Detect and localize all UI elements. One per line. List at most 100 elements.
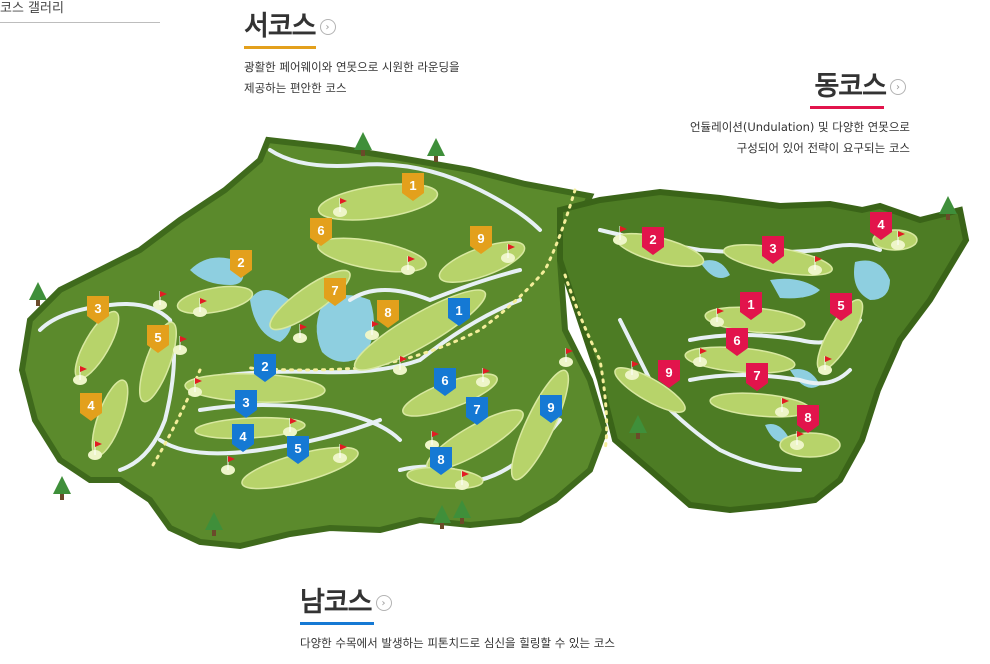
east-hole-2-marker[interactable]: 2 <box>642 227 664 255</box>
south-course-info: 남코스 › 다양한 수목에서 발생하는 피톤치드로 심신을 힐링할 수 있는 코… <box>300 580 615 654</box>
tree-icon <box>29 282 47 306</box>
south-hole-8-marker[interactable]: 8 <box>430 447 452 475</box>
south-hole-2-marker[interactable]: 2 <box>254 354 276 382</box>
flag-icon <box>173 336 187 355</box>
south-hole-5-marker[interactable]: 5 <box>287 436 309 464</box>
east-hole-6-label: 6 <box>733 333 740 348</box>
west-hole-4-marker[interactable]: 4 <box>80 393 102 421</box>
west-hole-5-label: 5 <box>154 330 161 345</box>
east-hole-8-label: 8 <box>804 410 811 425</box>
south-hole-4-marker[interactable]: 4 <box>232 424 254 452</box>
south-course-desc-line1: 다양한 수목에서 발생하는 피톤치드로 심신을 힐링할 수 있는 코스 <box>300 636 615 650</box>
tree-icon <box>354 132 372 156</box>
east-hole-2-label: 2 <box>649 232 656 247</box>
west-hole-6-label: 6 <box>317 223 324 238</box>
east-course-title[interactable]: 동코스 <box>814 71 887 102</box>
west-hole-9-label: 9 <box>477 231 484 246</box>
east-course-desc-line2: 구성되어 있어 전략이 요구되는 코스 <box>736 141 910 155</box>
flag-icon <box>293 324 307 343</box>
east-hole-7-marker[interactable]: 7 <box>746 363 768 391</box>
south-course-description: 다양한 수목에서 발생하는 피톤치드로 심신을 힐링할 수 있는 코스 <box>300 633 615 654</box>
east-hole-1-marker[interactable]: 1 <box>740 292 762 320</box>
south-hole-7-label: 7 <box>473 402 480 417</box>
east-course-info: 동코스 › 언듈레이션(Undulation) 및 다양한 연못으로 구성되어 … <box>678 64 910 159</box>
east-hole-7-label: 7 <box>753 368 760 383</box>
tree-icon <box>939 196 957 220</box>
chevron-right-icon[interactable]: › <box>375 594 392 611</box>
west-hole-6-marker[interactable]: 6 <box>310 218 332 246</box>
east-hole-6-marker[interactable]: 6 <box>726 328 748 356</box>
south-hole-1-label: 1 <box>455 303 462 318</box>
south-hole-3-marker[interactable]: 3 <box>235 390 257 418</box>
west-hole-3-marker[interactable]: 3 <box>87 296 109 324</box>
south-course-title[interactable]: 남코스 <box>300 587 373 618</box>
west-hole-7-label: 7 <box>331 283 338 298</box>
flag-icon <box>365 321 379 340</box>
flag-icon <box>455 471 469 490</box>
flag-icon <box>425 431 439 450</box>
flag-icons <box>73 198 905 490</box>
flag-icon <box>476 368 490 387</box>
east-hole-9-marker[interactable]: 9 <box>658 360 680 388</box>
west-hole-2-label: 2 <box>237 255 244 270</box>
flag-icon <box>710 308 724 327</box>
south-hole-7-marker[interactable]: 7 <box>466 397 488 425</box>
south-hole-8-label: 8 <box>437 452 444 467</box>
chevron-right-icon[interactable]: › <box>319 18 336 35</box>
east-hole-8-marker[interactable]: 8 <box>797 405 819 433</box>
west-course-desc-line1: 광활한 페어웨이와 연못으로 시원한 라운딩을 <box>244 60 460 74</box>
east-course-underline <box>810 106 884 109</box>
flag-icon <box>501 244 515 263</box>
flag-icon <box>333 198 347 217</box>
west-hole-8-marker[interactable]: 8 <box>377 300 399 328</box>
south-hole-9-label: 9 <box>547 400 554 415</box>
tree-icon <box>205 512 223 536</box>
east-hole-5-marker[interactable]: 5 <box>830 293 852 321</box>
hole-markers-east[interactable]: 1 2 3 4 5 6 7 8 9 <box>642 212 892 433</box>
flag-icon <box>153 291 167 310</box>
east-course-description: 언듈레이션(Undulation) 및 다양한 연못으로 구성되어 있어 전략이… <box>678 117 910 159</box>
west-hole-1-label: 1 <box>409 178 416 193</box>
flag-icon <box>401 256 415 275</box>
flag-icon <box>193 298 207 317</box>
flag-icon <box>613 226 627 245</box>
east-course-desc-line1: 언듈레이션(Undulation) 및 다양한 연못으로 <box>689 120 910 134</box>
flag-icon <box>559 348 573 367</box>
west-course-title[interactable]: 서코스 <box>244 11 317 42</box>
west-course-desc-line2: 제공하는 편안한 코스 <box>244 81 347 95</box>
east-hole-3-marker[interactable]: 3 <box>762 236 784 264</box>
flag-icon <box>88 441 102 460</box>
west-hole-1-marker[interactable]: 1 <box>402 173 424 201</box>
south-hole-4-label: 4 <box>239 429 247 444</box>
south-hole-3-label: 3 <box>242 395 249 410</box>
west-course-underline <box>244 46 316 49</box>
east-hole-4-marker[interactable]: 4 <box>870 212 892 240</box>
hole-markers-west[interactable]: 1 2 3 4 5 6 7 8 9 <box>80 173 492 421</box>
west-hole-2-marker[interactable]: 2 <box>230 250 252 278</box>
south-hole-6-marker[interactable]: 6 <box>434 368 456 396</box>
tree-icon <box>629 415 647 439</box>
flag-icon <box>333 444 347 463</box>
tree-icon <box>427 138 445 162</box>
flag-icon <box>808 256 822 275</box>
west-course-description: 광활한 페어웨이와 연못으로 시원한 라운딩을 제공하는 편안한 코스 <box>244 57 460 99</box>
chevron-right-icon[interactable]: › <box>890 78 906 95</box>
breadcrumb[interactable]: 코스 갤러리 <box>0 0 160 23</box>
west-hole-9-marker[interactable]: 9 <box>470 226 492 254</box>
west-hole-3-label: 3 <box>94 301 101 316</box>
west-hole-8-label: 8 <box>384 305 391 320</box>
south-hole-9-marker[interactable]: 9 <box>540 395 562 423</box>
hole-markers-south[interactable]: 1 2 3 4 5 6 7 8 9 <box>232 298 562 475</box>
flag-icon <box>775 398 789 417</box>
west-hole-5-marker[interactable]: 5 <box>147 325 169 353</box>
south-hole-6-label: 6 <box>441 373 448 388</box>
tree-icons <box>29 132 957 536</box>
tree-icon <box>53 476 71 500</box>
east-hole-4-label: 4 <box>877 217 885 232</box>
east-hole-3-label: 3 <box>769 241 776 256</box>
flag-icon <box>188 378 202 397</box>
south-hole-1-marker[interactable]: 1 <box>448 298 470 326</box>
west-hole-7-marker[interactable]: 7 <box>324 278 346 306</box>
flag-icon <box>221 456 235 475</box>
